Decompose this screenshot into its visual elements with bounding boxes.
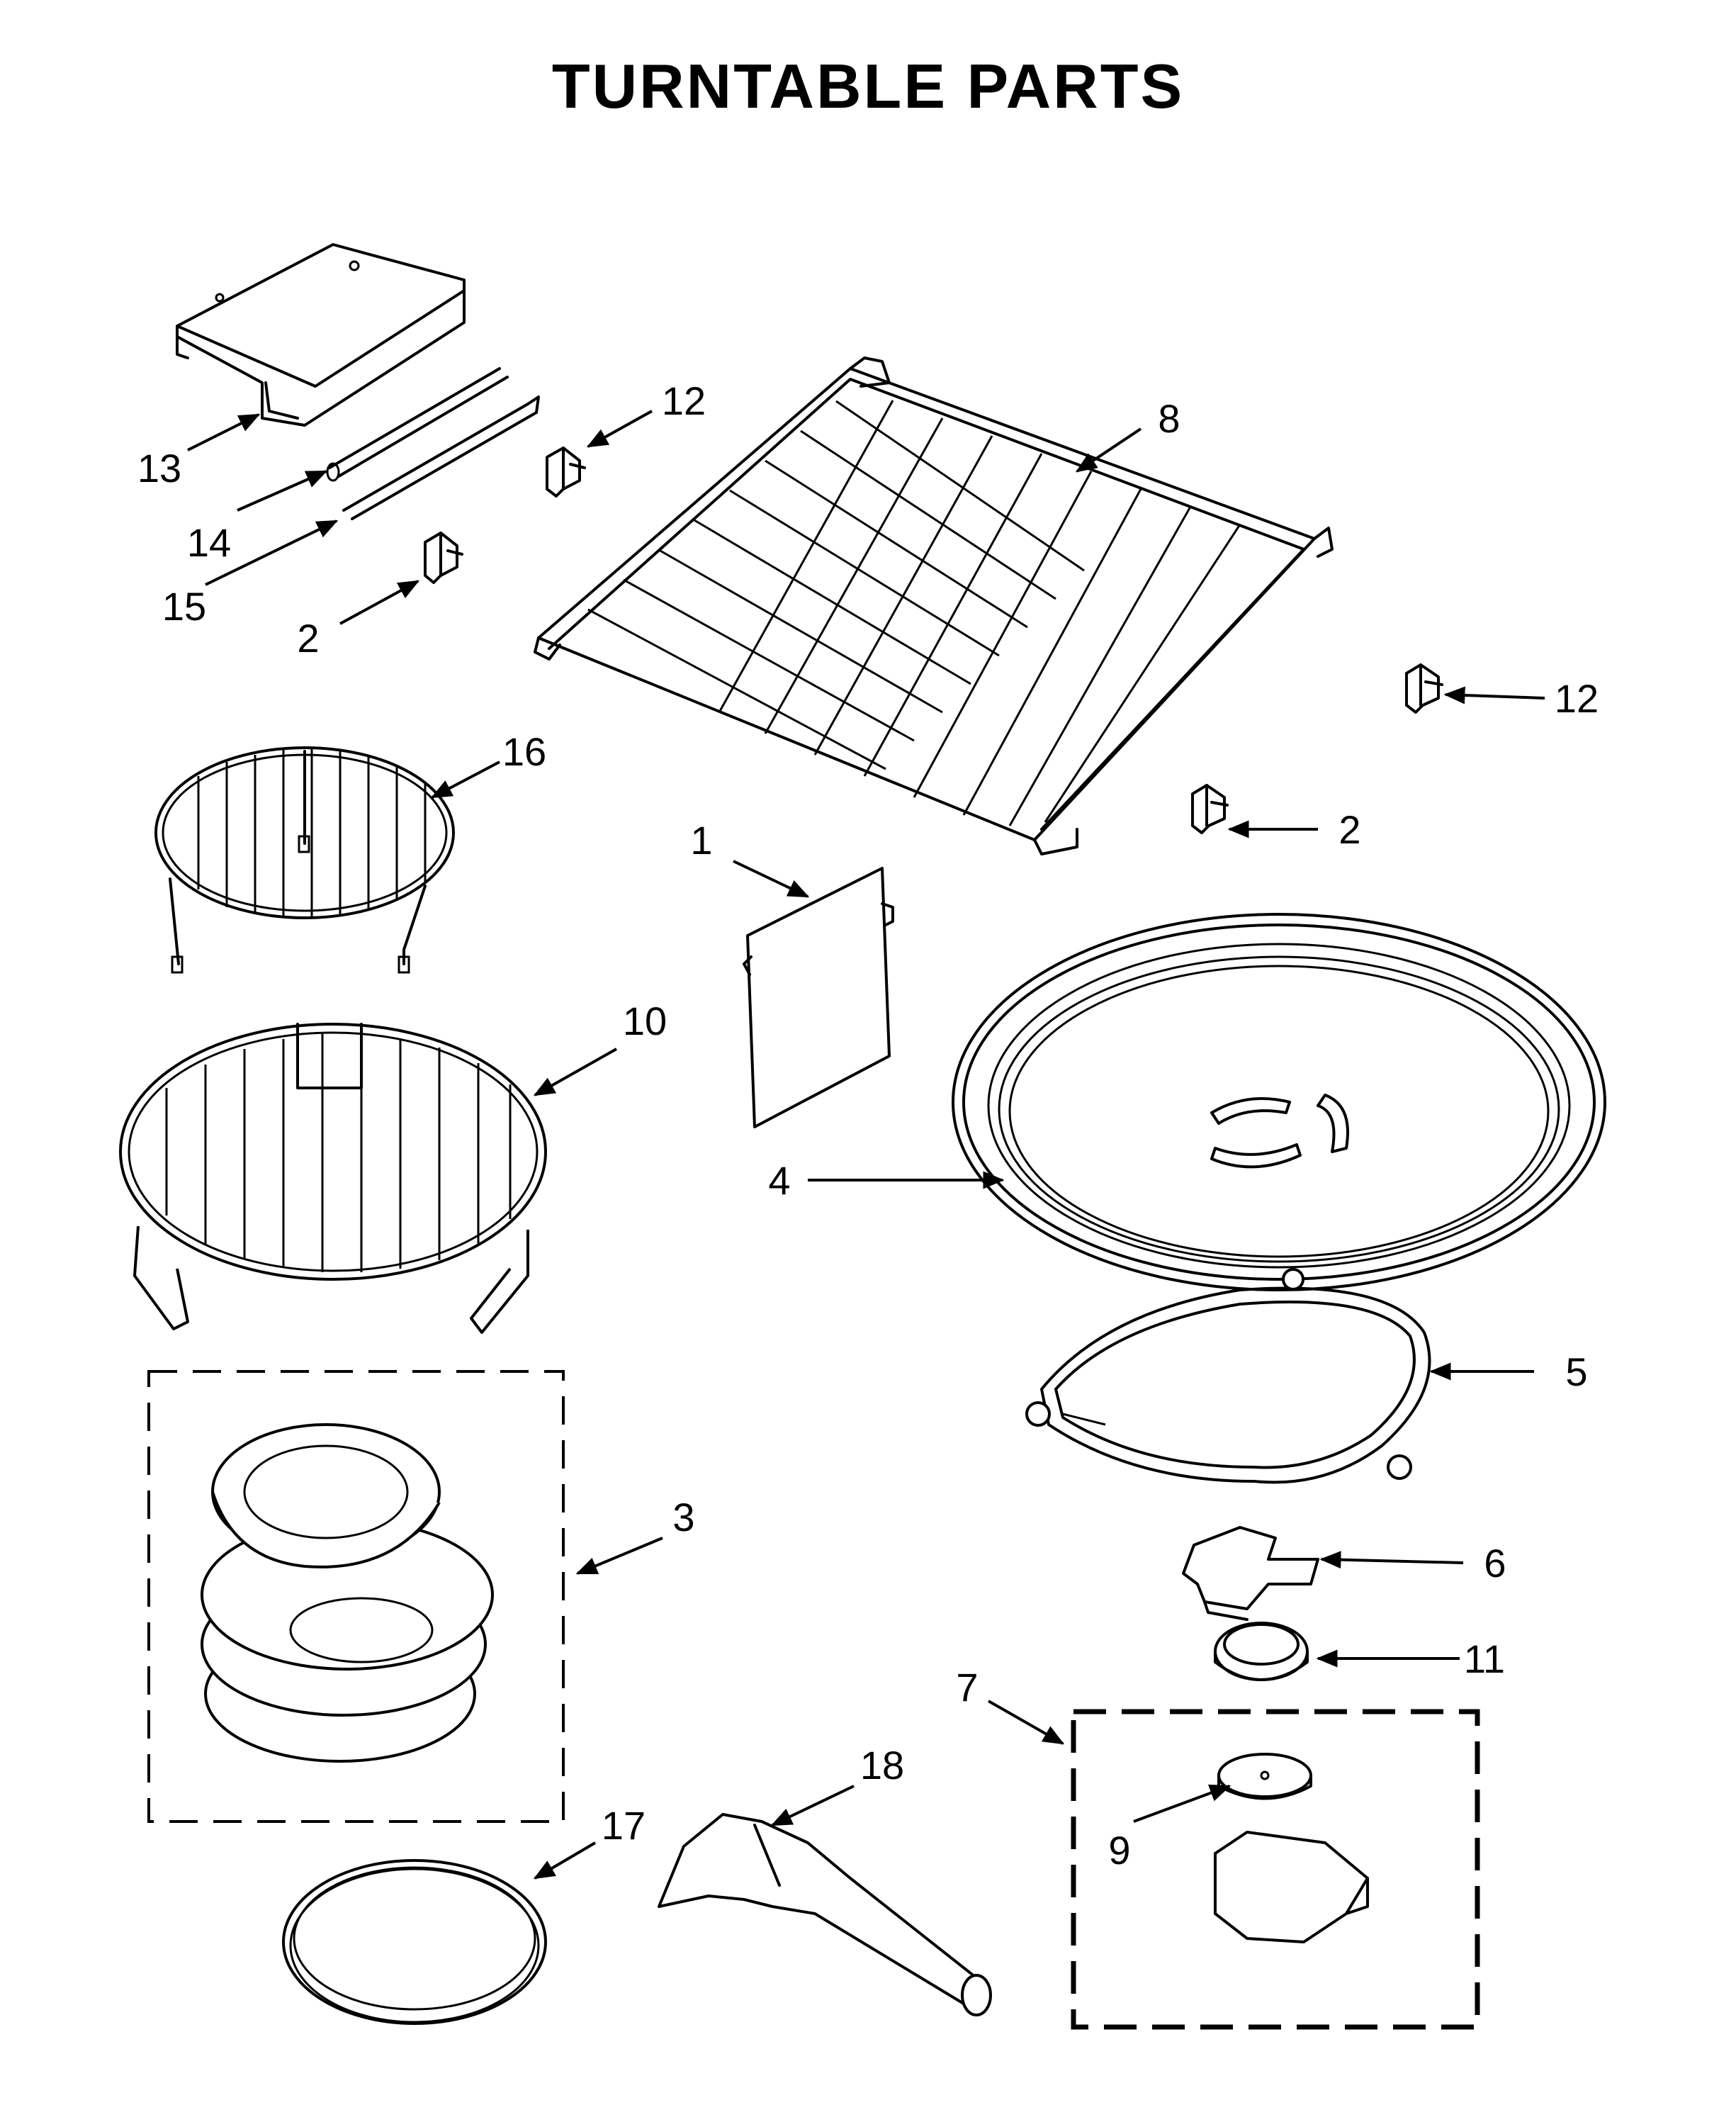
part-16-small-round-rack xyxy=(154,746,455,974)
part-2-clip-left xyxy=(424,532,463,584)
callout-5: 5 xyxy=(1565,1349,1587,1394)
part-1-card xyxy=(743,867,894,1128)
callout-4: 4 xyxy=(768,1158,790,1203)
part-13-cover xyxy=(176,243,466,427)
callout-17: 17 xyxy=(602,1803,646,1848)
callout-18: 18 xyxy=(860,1743,904,1787)
callout-13: 13 xyxy=(137,446,181,490)
part-15-rod xyxy=(342,395,540,520)
part-12-clip-top xyxy=(546,447,586,498)
part-12-clip-right xyxy=(1405,663,1443,714)
callout-12-right: 12 xyxy=(1555,676,1599,721)
part-8-wire-rack xyxy=(534,357,1334,855)
callout-9: 9 xyxy=(1108,1828,1130,1873)
callout-labels: 13 14 15 2 12 8 12 2 16 1 10 4 5 6 11 3 … xyxy=(137,378,1599,1873)
part-10-large-round-rack xyxy=(119,1023,547,1334)
part-2-clip-right xyxy=(1191,784,1229,834)
callout-11: 11 xyxy=(1464,1637,1505,1681)
page-title: TURNTABLE PARTS xyxy=(552,51,1184,121)
callout-2-right: 2 xyxy=(1338,807,1360,852)
callout-12-top: 12 xyxy=(662,378,706,423)
callout-7: 7 xyxy=(956,1665,978,1710)
rack-wires xyxy=(587,400,1241,826)
leader-lines xyxy=(187,410,1545,1880)
part-11-coupler-ring xyxy=(1214,1622,1309,1681)
callout-6: 6 xyxy=(1484,1541,1506,1585)
part-4-turntable-tray xyxy=(952,913,1606,1291)
callout-10: 10 xyxy=(623,999,667,1043)
part-14-rod xyxy=(326,367,509,482)
part-18-handle xyxy=(658,1813,992,2016)
callout-1: 1 xyxy=(690,818,712,863)
callout-15: 15 xyxy=(162,584,206,629)
part-3-steamer-assembly xyxy=(147,1370,565,1823)
callout-3: 3 xyxy=(672,1495,694,1539)
callout-16: 16 xyxy=(502,729,546,774)
part-17-pan xyxy=(282,1859,547,2025)
part-6-roller-hub xyxy=(1182,1526,1319,1621)
part-5-roller-ring xyxy=(1025,1268,1431,1484)
callout-14: 14 xyxy=(187,520,231,565)
callout-8: 8 xyxy=(1158,396,1180,441)
callout-2-left: 2 xyxy=(297,616,319,661)
part-7-motor-assembly xyxy=(1071,1709,1480,2030)
